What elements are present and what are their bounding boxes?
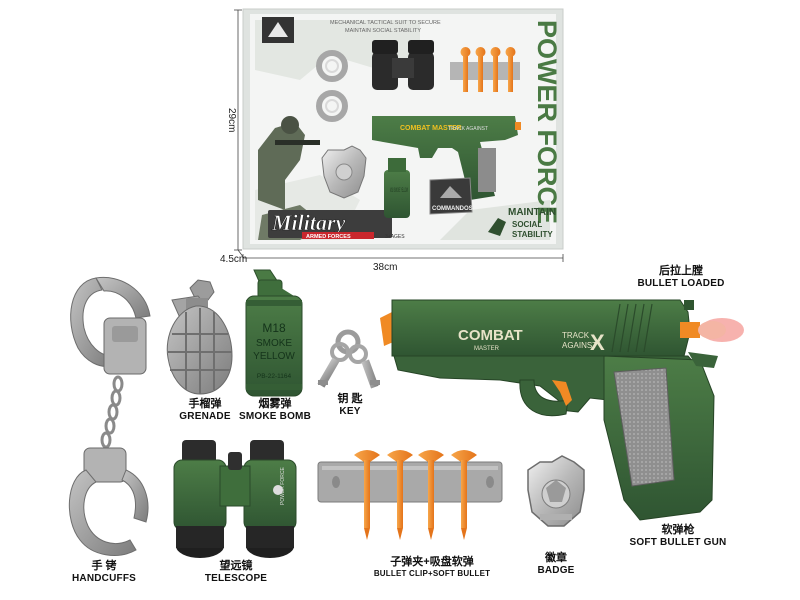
label-grenade-zh: 手榴弹 (188, 398, 222, 410)
smoke-print-4: PB-22-1164 (257, 373, 292, 380)
label-gun: 软弹枪 SOFT BULLET GUN (608, 524, 748, 548)
military-logo: Military ARMED FORCES (268, 210, 392, 240)
label-gun-en: SOFT BULLET GUN (629, 536, 727, 548)
box-patch-text: COMMANDOS (432, 206, 473, 212)
box-age: 3+AGES (385, 234, 405, 240)
label-grenade: 手榴弹 GRENADE (170, 398, 240, 422)
label-handcuffs: 手 铐 HANDCUFFS (64, 560, 144, 584)
label-badge-zh: 徽章 (545, 552, 567, 564)
logo-main: Military (271, 210, 346, 235)
label-key: 钥 匙 KEY (320, 393, 380, 417)
label-bullet-loaded: 后拉上膛 BULLET LOADED (626, 265, 736, 289)
box-mini-patch: COMMANDOS (429, 177, 473, 215)
gun-print-against: AGAINST (562, 341, 597, 350)
gun-print-master: MASTER (474, 346, 500, 352)
label-telescope: 望远镜 TELESCOPE (196, 560, 276, 584)
telescope-toy: POWER FORCE (173, 440, 297, 558)
dim-height: 29cm (226, 108, 237, 133)
grenade-toy (166, 279, 233, 395)
smoke-print-2: SMOKE (256, 338, 292, 349)
box-maintain-1: MAINTAIN (508, 207, 556, 218)
label-smoke-bomb-en: SMOKE BOMB (239, 410, 311, 422)
label-badge-en: BADGE (537, 564, 575, 576)
box-gun-text-2: TRACK AGAINST (448, 126, 488, 132)
label-smoke-bomb: 烟雾弹 SMOKE BOMB (236, 398, 314, 422)
box-mini-bullets (450, 47, 520, 92)
label-key-zh: 钥 匙 (337, 393, 363, 405)
box-top-text: MECHANICAL TACTICAL SUIT TO SECURE (330, 20, 441, 26)
box-maintain-3: STABILITY (512, 230, 553, 239)
label-bullets-en: BULLET CLIP+SOFT BULLET (373, 568, 491, 578)
label-bullets-zh: 子弹夹+吸盘软弹 (390, 556, 474, 568)
package-box: POWER FORCE MAINTAIN SOCIAL STABILITY ME… (242, 8, 564, 250)
telescope-print: POWER FORCE (280, 467, 286, 505)
soft-bullets (354, 450, 477, 540)
soft-bullet-gun-toy: COMBAT MASTER TRACK AGAINST X (380, 299, 744, 521)
dimension-lines (234, 9, 564, 262)
label-bullets: 子弹夹+吸盘软弹 BULLET CLIP+SOFT BULLET (362, 556, 502, 578)
label-handcuffs-zh: 手 铐 (91, 560, 117, 572)
box-maintain-2: SOCIAL (512, 220, 542, 229)
label-gun-zh: 软弹枪 (661, 524, 695, 536)
label-grenade-en: GRENADE (179, 410, 231, 422)
gun-print-combat: COMBAT (458, 327, 523, 344)
smoke-bomb-toy: M18 SMOKE YELLOW PB-22-1164 (245, 269, 303, 397)
gun-print-track: TRACK (562, 331, 590, 340)
bullet-clip-toy (317, 450, 503, 540)
box-mini-gun: COMBAT MASTER TRACK AGAINST (372, 116, 521, 200)
label-badge: 徽章 BADGE (526, 552, 586, 576)
box-mini-handcuffs (316, 50, 348, 122)
label-key-en: KEY (339, 405, 361, 417)
label-bullet-loaded-zh: 后拉上膛 (659, 265, 703, 277)
smoke-print-3: YELLOW (253, 351, 295, 362)
box-mini-smoke: M18 SMOKE YELLOW (384, 158, 410, 218)
label-telescope-zh: 望远镜 (219, 560, 253, 572)
box-gun-text: COMBAT MASTER (400, 125, 462, 132)
smoke-print-1: M18 (262, 321, 286, 335)
gun-print-x: X (590, 330, 605, 355)
label-bullet-loaded-en: BULLET LOADED (637, 277, 725, 289)
box-mini-smoke-text: M18 SMOKE YELLOW (390, 188, 408, 194)
handcuffs-toy (68, 276, 151, 556)
label-smoke-bomb-zh: 烟雾弹 (258, 398, 292, 410)
logo-sub: ARMED FORCES (306, 234, 351, 240)
label-handcuffs-en: HANDCUFFS (71, 572, 137, 584)
box-side-title: POWER FORCE (532, 20, 562, 224)
key-toy (317, 329, 380, 389)
dim-width: 38cm (373, 262, 398, 273)
badge-toy (527, 455, 585, 527)
box-mini-badge (321, 145, 367, 199)
label-telescope-en: TELESCOPE (204, 572, 268, 584)
box-mini-binoculars (372, 40, 434, 90)
box-top-text-2: MAINTAIN SOCIAL STABILITY (345, 28, 421, 34)
dim-depth: 4.5cm (220, 254, 248, 265)
